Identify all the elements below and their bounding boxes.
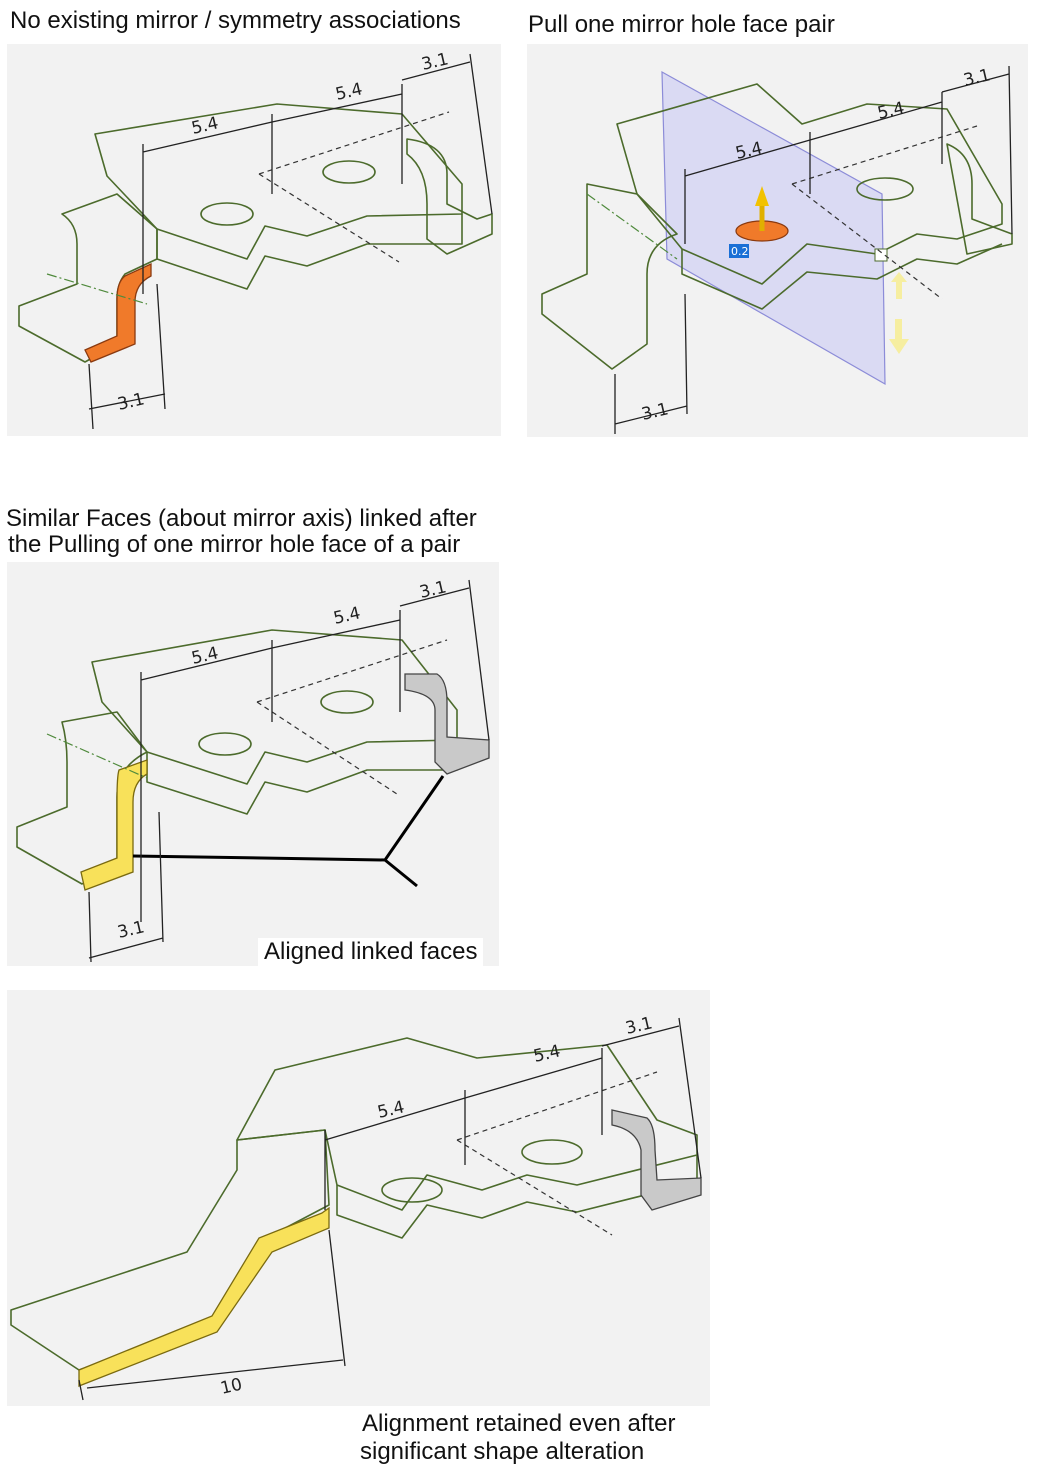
hole-right[interactable] <box>320 690 374 714</box>
dim-line-d <box>614 293 688 434</box>
plate-side <box>156 214 463 290</box>
panel-alignment-retained: 5.4 5.4 3.1 10 <box>7 990 710 1406</box>
axis-dash-1 <box>791 183 943 300</box>
bent-tab-right[interactable] <box>406 138 493 255</box>
panel-pull-hole: 0.2 5.4 5.4 3.1 3.1 <box>527 44 1028 437</box>
model-view-2: 0.2 5.4 5.4 3.1 3.1 <box>541 65 1013 434</box>
linked-face-yellow[interactable] <box>78 1206 330 1387</box>
dim-label-c[interactable]: 3.1 <box>962 65 993 91</box>
dim-line-d <box>88 811 164 963</box>
dim-line-c <box>399 579 490 741</box>
main-plate[interactable] <box>91 629 458 785</box>
axis-dash-1 <box>258 173 400 263</box>
dim-label-b[interactable]: 5.4 <box>876 98 907 124</box>
bent-tab-left[interactable] <box>541 183 678 370</box>
dim-line-a <box>324 1090 466 1210</box>
hole-left[interactable] <box>200 202 254 226</box>
selected-face-orange[interactable] <box>84 262 152 363</box>
caption-panel3-line1: Similar Faces (about mirror axis) linked… <box>6 505 477 532</box>
dim-label-d[interactable]: 3.1 <box>116 917 147 943</box>
pull-value[interactable]: 0.2 <box>731 245 749 258</box>
dimension-lock-icon[interactable] <box>874 248 888 262</box>
dim-line-c <box>601 1017 702 1179</box>
dim-line-e <box>78 1229 346 1401</box>
axis-dash-1 <box>256 701 398 795</box>
pull-value-box[interactable] <box>729 244 749 258</box>
move-arrows-icon[interactable] <box>891 272 907 299</box>
center-line <box>46 733 148 779</box>
hole-left[interactable] <box>198 732 252 756</box>
dim-label-c[interactable]: 3.1 <box>420 49 451 75</box>
main-plate[interactable] <box>94 103 463 260</box>
link-connector <box>132 775 445 888</box>
dim-label-c[interactable]: 3.1 <box>418 577 449 603</box>
main-plate[interactable] <box>616 83 1003 285</box>
caption-panel2: Pull one mirror hole face pair <box>528 11 835 38</box>
dim-label-d[interactable]: 3.1 <box>116 389 147 415</box>
bent-tab-right[interactable] <box>946 143 1013 255</box>
model-view-1: 5.4 5.4 3.1 3.1 <box>18 49 493 430</box>
plate-side <box>681 243 1003 310</box>
dim-line-c <box>401 53 493 215</box>
model-view-4: 5.4 5.4 3.1 10 <box>10 1013 702 1401</box>
axis-dash-1 <box>456 1139 613 1236</box>
dim-label-e[interactable]: 10 <box>219 1375 245 1399</box>
dim-line-b <box>271 610 401 712</box>
axis-dash-2 <box>256 639 448 703</box>
dim-label-b[interactable]: 5.4 <box>334 79 365 105</box>
hole-mirror[interactable] <box>856 177 914 201</box>
center-line <box>586 193 678 260</box>
caption-panel1: No existing mirror / symmetry associatio… <box>10 7 461 34</box>
dim-label-c[interactable]: 3.1 <box>624 1013 655 1039</box>
linked-face-gray[interactable] <box>404 673 490 775</box>
dim-line-c <box>941 65 1013 235</box>
dim-line-a <box>142 114 273 294</box>
panel-no-associations: 5.4 5.4 3.1 3.1 <box>7 44 501 436</box>
dim-line-d <box>88 283 166 430</box>
dim-label-b[interactable]: 5.4 <box>332 603 363 629</box>
linked-face-gray[interactable] <box>611 1109 702 1211</box>
plate-side <box>146 740 458 815</box>
dim-label-a[interactable]: 5.4 <box>190 643 221 669</box>
dim-line-a <box>140 640 273 922</box>
hole-right[interactable] <box>521 1139 583 1165</box>
bent-tab-left[interactable] <box>16 711 148 885</box>
dim-line-b <box>809 92 943 164</box>
pull-arrow-head[interactable] <box>755 186 769 206</box>
dim-label-b[interactable]: 5.4 <box>532 1041 563 1067</box>
move-arrows-icon-down[interactable] <box>889 319 909 354</box>
dim-label-a[interactable]: 5.4 <box>376 1097 407 1123</box>
main-plate[interactable] <box>236 1037 698 1211</box>
dim-line-b <box>464 1048 603 1135</box>
note-aligned-linked-faces: Aligned linked faces <box>258 938 484 966</box>
model-view-3: 5.4 5.4 3.1 3.1 <box>16 577 490 963</box>
hole-right[interactable] <box>322 160 376 184</box>
panel-linked-faces: 5.4 5.4 3.1 3.1 <box>7 562 499 966</box>
dim-label-d[interactable]: 3.1 <box>640 399 671 425</box>
axis-dash-2 <box>258 111 450 175</box>
caption-panel3-line2: the Pulling of one mirror hole face of a… <box>8 531 461 558</box>
caption-panel4-line1: Alignment retained even after <box>356 1410 682 1438</box>
caption-panel4-line2: significant shape alteration <box>354 1438 651 1466</box>
hole-left[interactable] <box>381 1177 443 1203</box>
dim-line-a <box>684 132 811 244</box>
linked-face-yellow[interactable] <box>80 759 148 891</box>
dim-line-b <box>271 84 403 184</box>
